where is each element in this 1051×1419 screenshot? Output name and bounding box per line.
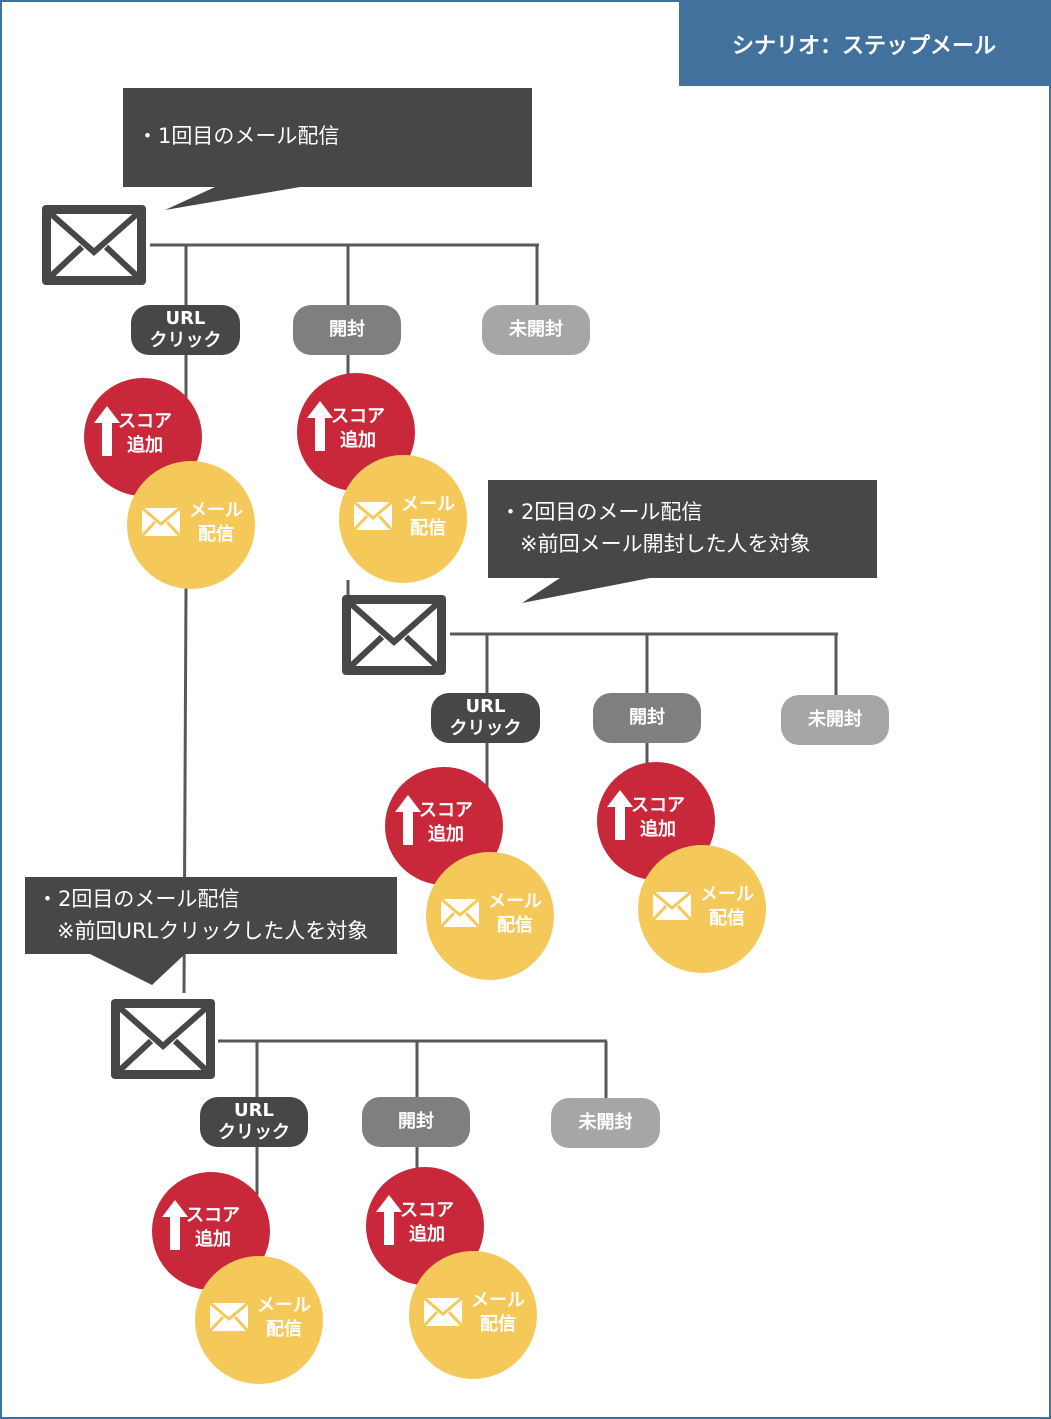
url-click-pill: URL クリック	[131, 305, 240, 355]
pill-label: 開封	[329, 319, 365, 340]
pill-label: URL	[465, 696, 506, 717]
score-label: スコア追加	[631, 795, 685, 840]
mail-send-circle: メール配信	[409, 1251, 537, 1379]
mail-send-circle: メール配信	[195, 1256, 323, 1384]
pill-label: 未開封	[509, 319, 563, 340]
score-label: スコア追加	[186, 1205, 240, 1250]
pill-label: URL	[165, 308, 206, 329]
up-arrow-icon	[376, 1195, 402, 1245]
envelope-icon	[141, 507, 181, 537]
score-label: スコア追加	[331, 406, 385, 451]
up-arrow-icon	[94, 406, 120, 456]
pill-label: クリック	[218, 1122, 290, 1143]
callout-second-mail-clicked: ・2回目のメール配信 ※前回URLクリックした人を対象	[25, 877, 397, 954]
unopened-pill: 未開封	[482, 305, 590, 355]
callout-tail	[165, 187, 300, 210]
up-arrow-icon	[395, 795, 421, 845]
opened-pill: 開封	[593, 693, 701, 743]
unopened-pill: 未開封	[781, 695, 889, 745]
callout-first-mail: ・1回目のメール配信	[123, 88, 532, 187]
score-label: スコア追加	[419, 800, 473, 845]
callout-line1: ・2回目のメール配信	[500, 500, 703, 524]
envelope-icon	[652, 891, 692, 921]
diagram-title: シナリオ：ステップメール	[731, 34, 996, 59]
pill-label: 未開封	[578, 1112, 633, 1133]
callout-line1: ・1回目のメール配信	[137, 124, 340, 148]
pill-label: クリック	[449, 718, 522, 739]
envelope-icon	[423, 1297, 463, 1327]
envelope-icon	[440, 898, 480, 928]
pill-label: 開封	[398, 1111, 434, 1132]
callout-second-mail-opened: ・2回目のメール配信 ※前回メール開封した人を対象	[488, 480, 877, 578]
opened-pill: 開封	[362, 1097, 470, 1147]
mail-send-circle: メール配信	[127, 461, 255, 589]
up-arrow-icon	[607, 790, 633, 840]
pill-label: 未開封	[808, 709, 862, 730]
mail-label: メール配信	[471, 1290, 525, 1335]
mail-label: メール配信	[189, 500, 243, 545]
mail-send-circle: メール配信	[426, 852, 554, 980]
mail-send-circle: メール配信	[339, 455, 467, 583]
envelope-icon	[111, 999, 215, 1079]
title-box: シナリオ：ステップメール	[679, 2, 1049, 86]
unopened-pill: 未開封	[551, 1098, 660, 1148]
score-label: スコア追加	[400, 1200, 454, 1245]
score-label: スコア追加	[118, 411, 172, 456]
pill-label: 開封	[629, 707, 665, 728]
pill-label: URL	[234, 1100, 274, 1121]
opened-pill: 開封	[293, 305, 401, 355]
callout-line2: ※前回メール開封した人を対象	[520, 532, 811, 556]
callout-line2: ※前回URLクリックした人を対象	[57, 919, 369, 943]
mail-send-circle: メール配信	[638, 845, 766, 973]
url-click-pill: URL クリック	[200, 1097, 308, 1147]
envelope-icon	[42, 205, 146, 285]
callout-tail	[90, 954, 185, 985]
up-arrow-icon	[307, 401, 333, 451]
pill-label: クリック	[149, 330, 222, 351]
envelope-icon	[353, 501, 393, 531]
mail-label: メール配信	[257, 1295, 311, 1340]
up-arrow-icon	[162, 1200, 188, 1250]
callout-line1: ・2回目のメール配信	[37, 887, 240, 911]
mail-label: メール配信	[401, 494, 455, 539]
mail-label: メール配信	[700, 884, 754, 929]
envelope-icon	[342, 595, 446, 675]
url-click-pill: URL クリック	[431, 693, 540, 743]
callout-tail	[522, 578, 650, 603]
mail-label: メール配信	[488, 891, 542, 936]
envelope-icon	[209, 1302, 249, 1332]
